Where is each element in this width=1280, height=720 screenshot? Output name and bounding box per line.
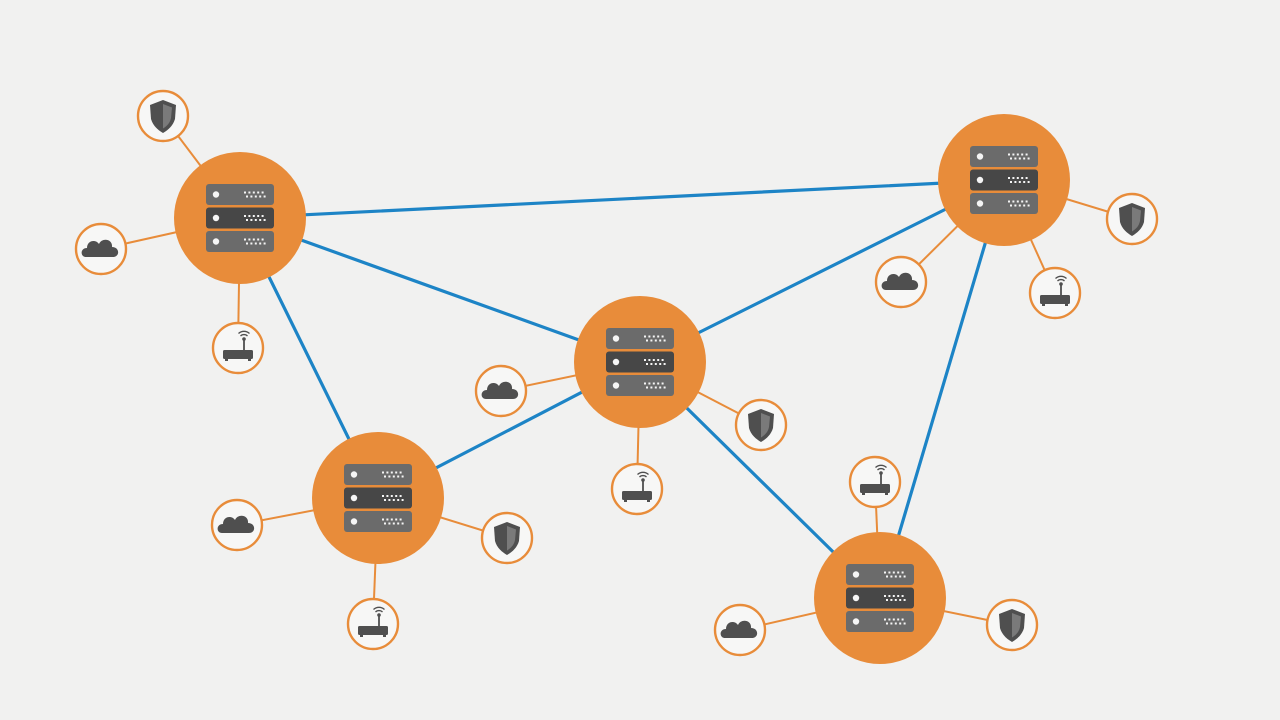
hub-1-server-node <box>174 152 306 284</box>
hub-link-hub-2-hub-5 <box>878 178 1006 600</box>
hub-2-server-node <box>938 114 1070 246</box>
server-rack-icon <box>344 464 412 532</box>
hub-5-server-node <box>814 532 946 664</box>
router-icon <box>860 464 890 495</box>
router-icon <box>223 330 253 361</box>
shield-icon <box>150 100 176 133</box>
leaf-node-cloud <box>74 222 128 276</box>
leaf-node-router <box>211 321 265 375</box>
hub-3-server-node <box>574 296 706 428</box>
hub-link-hub-2-hub-3 <box>638 178 1006 364</box>
leaf-node-router <box>848 455 902 509</box>
shield-icon <box>999 609 1025 642</box>
leaf-node-cloud <box>713 603 767 657</box>
cloud-icon <box>81 239 119 257</box>
server-rack-icon <box>206 184 274 252</box>
router-icon <box>622 471 652 502</box>
hub-link-hub-1-hub-2 <box>238 178 1006 220</box>
leaf-node-cloud <box>210 498 264 552</box>
leaf-node-shield <box>1105 192 1159 246</box>
leaf-node-shield <box>480 511 534 565</box>
router-icon <box>1040 275 1070 306</box>
leaf-node-shield <box>734 398 788 452</box>
hub-4-server-node <box>312 432 444 564</box>
shield-icon <box>494 522 520 555</box>
leaf-node-shield <box>136 89 190 143</box>
leaf-node-router <box>610 462 664 516</box>
leaf-node-router <box>346 597 400 651</box>
leaf-node-shield <box>985 598 1039 652</box>
shield-icon <box>748 409 774 442</box>
server-rack-icon <box>970 146 1038 214</box>
router-icon <box>358 606 388 637</box>
shield-icon <box>1119 203 1145 236</box>
node-layer <box>74 89 1159 664</box>
server-rack-icon <box>846 564 914 632</box>
cloud-icon <box>881 272 919 290</box>
server-rack-icon <box>606 328 674 396</box>
leaf-node-cloud <box>874 255 928 309</box>
leaf-node-router <box>1028 266 1082 320</box>
leaf-node-cloud <box>474 364 528 418</box>
cloud-icon <box>217 515 255 533</box>
hub-link-hub-1-hub-3 <box>238 216 642 364</box>
cloud-icon <box>481 381 519 399</box>
cloud-icon <box>720 620 758 638</box>
